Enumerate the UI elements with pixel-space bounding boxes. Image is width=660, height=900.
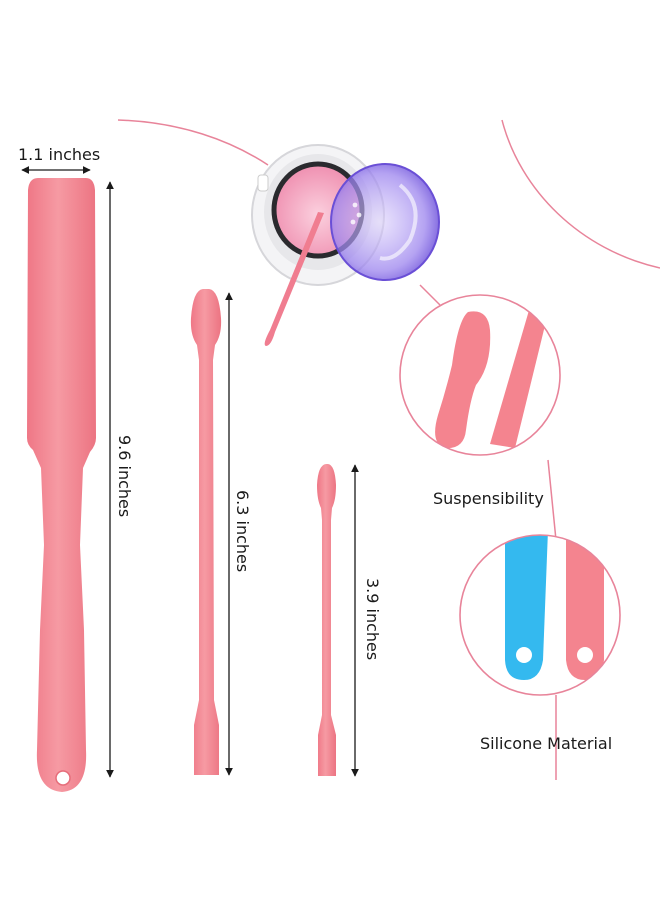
medium-length-label: 6.3 inches <box>233 490 252 572</box>
spatula-head-closeup <box>435 311 491 449</box>
feature-circle-suspensibility <box>399 294 561 456</box>
connector-line-bowl <box>419 284 441 306</box>
decorative-arc-top <box>117 119 269 166</box>
feature-label-suspensibility: Suspensibility <box>433 489 544 508</box>
small-length-label: 3.9 inches <box>363 578 382 660</box>
feature-circle-silicone <box>459 534 621 696</box>
mini-spatula-in-bowl <box>264 212 324 346</box>
blue-silicone-handle <box>505 535 548 680</box>
large-length-label: 9.6 inches <box>115 435 134 517</box>
purple-lid <box>330 163 440 281</box>
spatula-handle-closeup <box>490 300 550 448</box>
medium-spatula <box>190 289 222 775</box>
large-spatula <box>27 178 96 792</box>
decorative-arc-right <box>501 119 660 269</box>
width-label: 1.1 inches <box>18 145 100 164</box>
small-spatula <box>317 464 336 776</box>
feature-label-silicone: Silicone Material <box>480 734 612 753</box>
connector-line-right <box>547 459 557 780</box>
hanging-hole <box>56 771 70 785</box>
pink-silicone-handle <box>566 535 604 680</box>
